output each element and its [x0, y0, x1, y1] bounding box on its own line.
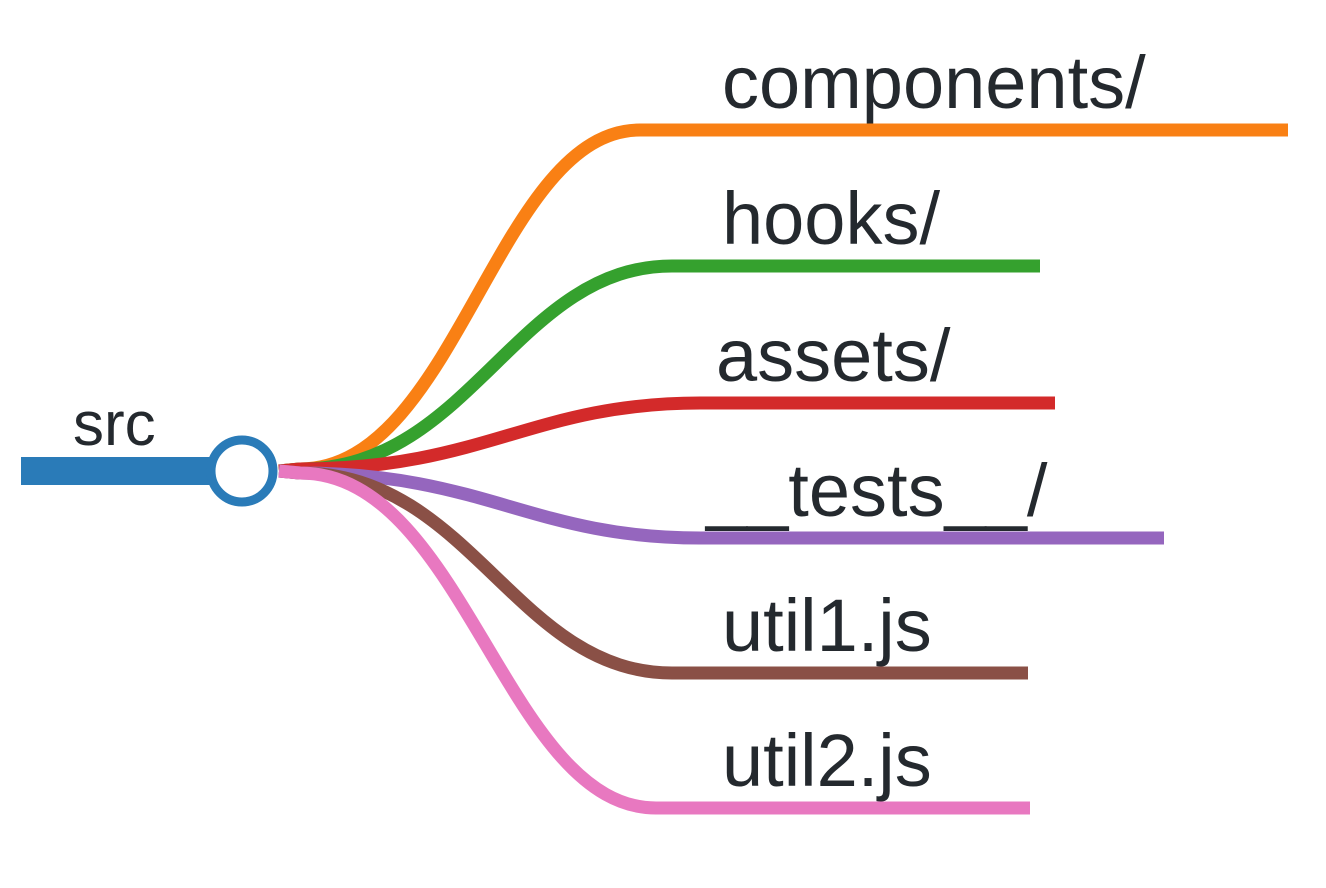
branch-edge[interactable] [278, 464, 1030, 815]
branch-label: util2.js [722, 719, 932, 802]
branch-label: assets/ [716, 314, 951, 397]
branch-label: components/ [722, 41, 1146, 124]
labels-layer: src components/hooks/assets/ __tests__/ut… [73, 41, 1146, 802]
branch-label: hooks/ [722, 177, 940, 260]
root-layer [21, 435, 278, 507]
branch-label: util1.js [722, 584, 932, 667]
branch-edge[interactable] [278, 396, 1055, 478]
root-label: src [73, 390, 156, 459]
branch-node-circle-icon[interactable] [206, 435, 278, 507]
branch-label: __tests__/ [704, 449, 1048, 532]
edges-layer [278, 123, 1288, 815]
